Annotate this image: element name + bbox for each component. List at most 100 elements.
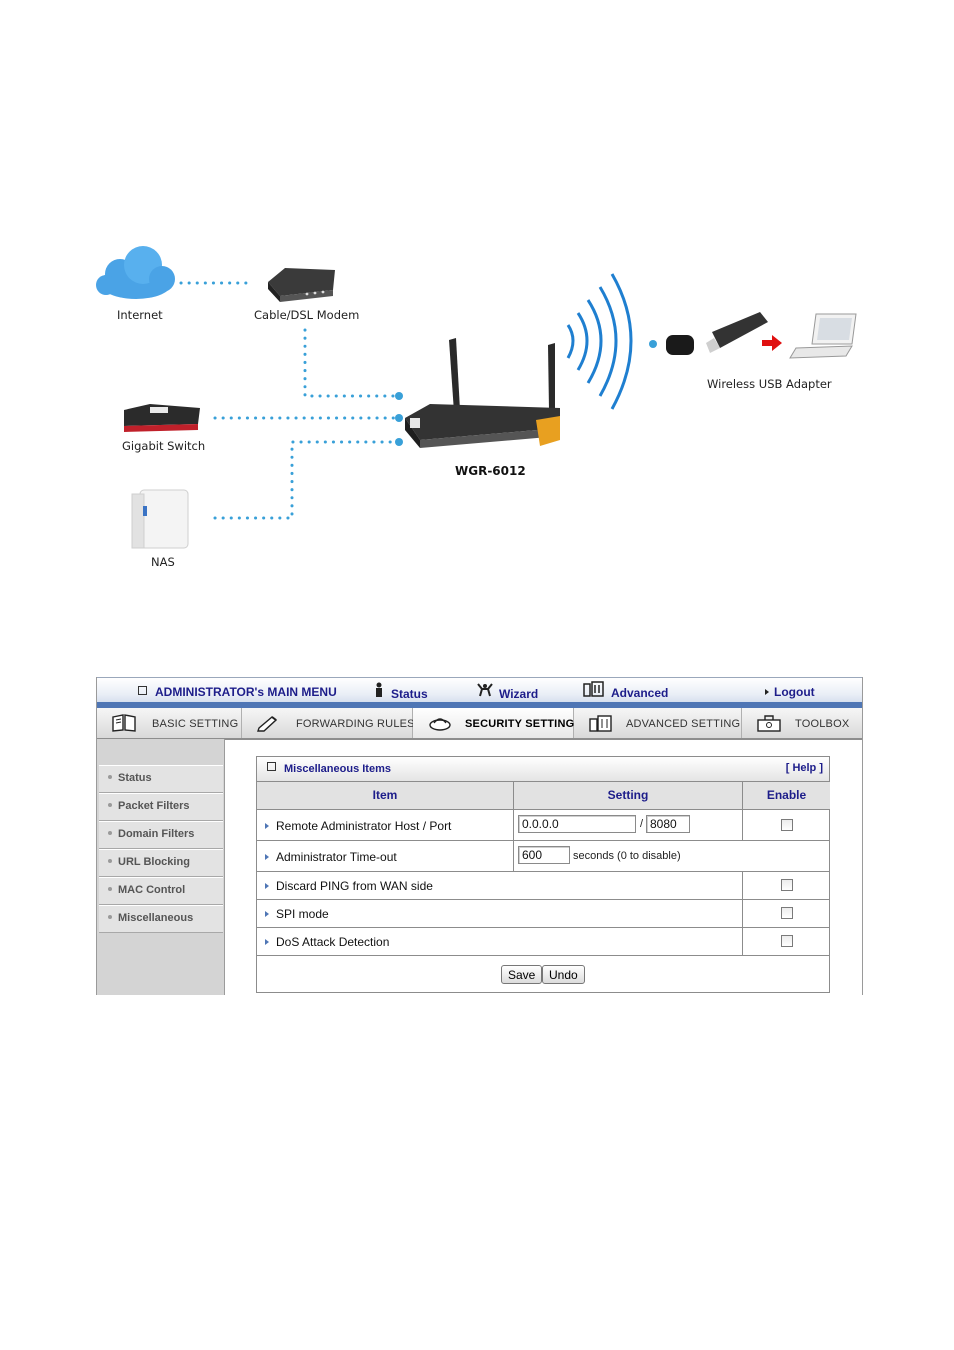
sidebar-item-domain-filters[interactable]: Domain Filters: [99, 821, 223, 849]
sidebar-item-mac-control[interactable]: MAC Control: [99, 877, 223, 905]
enable-cell: [742, 900, 830, 927]
sidebar-item-miscellaneous[interactable]: Miscellaneous: [99, 905, 223, 933]
save-button[interactable]: Save: [501, 965, 543, 984]
building-icon: [589, 715, 612, 732]
panel-header: Miscellaneous Items [ Help ]: [257, 757, 829, 782]
square-bullet-icon: [267, 762, 276, 771]
help-link[interactable]: [ Help ]: [785, 762, 823, 774]
main-menu-label: ADMINISTRATOR's MAIN MENU: [155, 685, 337, 699]
advanced-menu-label: Advanced: [611, 686, 669, 700]
router-icon: [405, 338, 560, 448]
tab-security-setting[interactable]: SECURITY SETTING: [413, 708, 574, 738]
person-icon: [373, 682, 385, 701]
table-row: Administrator Time-out seconds (0 to dis…: [257, 841, 829, 872]
button-row: Save Undo: [257, 956, 829, 992]
sidebar-item-url-blocking[interactable]: URL Blocking: [99, 849, 223, 877]
sidebar-item-label: Packet Filters: [118, 800, 190, 812]
dos-detection-checkbox[interactable]: [781, 935, 793, 947]
sidebar-item-packet-filters[interactable]: Packet Filters: [99, 793, 223, 821]
discard-ping-checkbox[interactable]: [781, 879, 793, 891]
row-label-text: Remote Administrator Host / Port: [276, 819, 452, 833]
sidebar-item-status[interactable]: Status: [99, 765, 223, 793]
tab-label: TOOLBOX: [795, 718, 850, 730]
setting-cell: seconds (0 to disable): [513, 841, 830, 871]
timeout-note: seconds (0 to disable): [573, 850, 681, 862]
remote-admin-checkbox[interactable]: [781, 819, 793, 831]
advanced-menu-link[interactable]: Advanced: [583, 681, 668, 700]
bullet-icon: [108, 775, 112, 779]
host-port-separator: /: [640, 818, 644, 830]
sidebar-item-label: URL Blocking: [118, 856, 190, 868]
laptop-icon: [789, 313, 857, 359]
remote-port-input[interactable]: [646, 815, 690, 833]
switch-label: Gigabit Switch: [122, 439, 205, 453]
tab-forwarding-rules[interactable]: FORWARDING RULES: [242, 708, 415, 738]
bullet-icon: [108, 887, 112, 891]
enable-cell: [742, 928, 830, 955]
arrow-right-icon: [265, 854, 269, 860]
arrow-right-icon: [265, 939, 269, 945]
tab-label: SECURITY SETTING: [465, 718, 575, 730]
wizard-menu-link[interactable]: Wizard: [477, 682, 538, 701]
toolbox-icon: [757, 715, 781, 732]
bullet-icon: [108, 859, 112, 863]
bullet-icon: [108, 803, 112, 807]
remote-host-input[interactable]: [518, 815, 636, 833]
row-label-text: Discard PING from WAN side: [276, 879, 433, 893]
wizard-menu-label: Wizard: [499, 687, 539, 701]
modem-label: Cable/DSL Modem: [254, 308, 359, 322]
enable-cell: [742, 872, 830, 899]
sidebar-item-label: Status: [118, 772, 152, 784]
row-label: DoS Attack Detection: [265, 935, 389, 949]
miscellaneous-panel: Miscellaneous Items [ Help ] Item Settin…: [256, 756, 830, 993]
timeout-input[interactable]: [518, 846, 570, 864]
table-row: DoS Attack Detection: [257, 928, 829, 956]
advanced-icon: [583, 681, 605, 700]
nas-icon: [131, 489, 189, 549]
enable-cell: [742, 810, 830, 840]
sidebar-item-label: MAC Control: [118, 884, 186, 896]
tab-advanced-setting[interactable]: ADVANCED SETTING: [574, 708, 742, 738]
row-label: Remote Administrator Host / Port: [265, 819, 451, 833]
row-label-text: DoS Attack Detection: [276, 935, 390, 949]
panel-title: Miscellaneous Items: [267, 762, 391, 775]
status-menu-link[interactable]: Status: [373, 682, 428, 701]
modem-icon: [268, 268, 335, 302]
menu-stripe: [97, 702, 862, 708]
red-arrow-icon: [762, 335, 782, 351]
column-header-enable: Enable: [742, 782, 830, 810]
usb-adapter-icon: [666, 312, 768, 355]
pencil-icon: [257, 716, 278, 732]
logout-label: Logout: [774, 685, 815, 699]
arrow-right-icon: [765, 689, 769, 695]
status-menu-label: Status: [391, 687, 428, 701]
tab-label: BASIC SETTING: [152, 718, 239, 730]
tab-label: FORWARDING RULES: [296, 718, 415, 730]
tab-basic-setting[interactable]: BASIC SETTING: [97, 708, 242, 738]
tab-toolbox[interactable]: TOOLBOX: [742, 708, 862, 738]
book-icon: [112, 714, 136, 732]
wifi-signal-icon: [566, 273, 633, 410]
nas-label: NAS: [151, 555, 175, 569]
cloud-icon: [96, 246, 175, 299]
spi-mode-checkbox[interactable]: [781, 907, 793, 919]
wizard-icon: [477, 682, 493, 701]
arrow-right-icon: [265, 823, 269, 829]
bullet-icon: [108, 831, 112, 835]
table-row: Remote Administrator Host / Port /: [257, 810, 829, 841]
row-label: SPI mode: [265, 907, 329, 921]
row-label: Administrator Time-out: [265, 850, 397, 864]
tab-label: ADVANCED SETTING: [626, 718, 741, 730]
router-label: WGR-6012: [455, 464, 526, 478]
sidebar: Status Packet Filters Domain Filters URL…: [97, 739, 225, 995]
square-bullet-icon: [138, 686, 147, 695]
router-admin-ui: ADMINISTRATOR's MAIN MENU Status Wizard …: [96, 677, 863, 995]
main-menu-bar: ADMINISTRATOR's MAIN MENU Status Wizard …: [97, 677, 862, 708]
sidebar-item-label: Miscellaneous: [118, 912, 194, 924]
logout-link[interactable]: Logout: [765, 685, 815, 699]
sidebar-item-label: Domain Filters: [118, 828, 195, 840]
column-header-setting: Setting: [513, 782, 742, 810]
table-row: Discard PING from WAN side: [257, 872, 829, 900]
undo-button[interactable]: Undo: [542, 965, 585, 984]
lock-icon: [429, 718, 451, 731]
